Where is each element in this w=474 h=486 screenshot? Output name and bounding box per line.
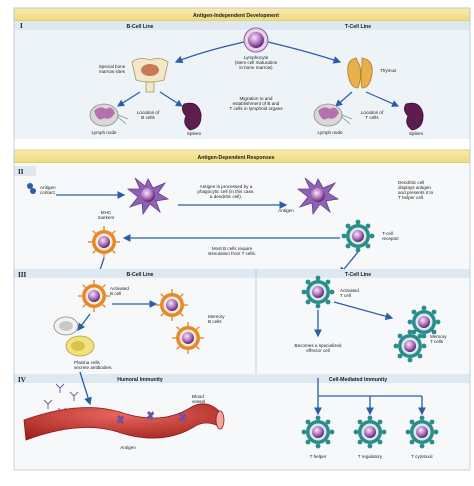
plasma-cell-icon bbox=[53, 316, 95, 357]
tcr-label-2: receptor bbox=[382, 236, 399, 241]
section-i-line-bar bbox=[14, 21, 470, 30]
roman-ii: II bbox=[18, 168, 24, 176]
lymph-node-right-label: Lymph node bbox=[317, 130, 343, 135]
processed-label-3: a dendritic cell). bbox=[210, 194, 242, 199]
arrow-antibodies-to-vessel bbox=[79, 371, 92, 406]
arrow-t-to-memory bbox=[333, 301, 394, 321]
plasma-label-2: secrete antibodies. bbox=[74, 365, 113, 370]
arrow-to-bone-marrow bbox=[174, 41, 245, 64]
spleen-left-label: Spleen bbox=[187, 131, 202, 136]
b-cell-icon-activated bbox=[77, 279, 111, 313]
thymus-icon bbox=[347, 57, 373, 89]
loc-b-label-2: B cells bbox=[141, 115, 155, 120]
loc-t-label-2: T cells bbox=[365, 115, 379, 120]
t-cell-icon-helper bbox=[341, 219, 375, 253]
migration-label-3: T cells in lymphoid organs bbox=[229, 106, 283, 111]
bone-marrow-icon bbox=[131, 58, 169, 93]
lymphocyte-cell-icon bbox=[243, 27, 269, 53]
most-b-label-1: Most B cells require bbox=[212, 246, 253, 251]
s1-b-cell-line: B-Cell Line bbox=[126, 24, 153, 30]
humoral-title: Humoral Immunity bbox=[117, 377, 163, 383]
antigen-icon bbox=[27, 183, 36, 194]
roman-i: I bbox=[20, 22, 23, 30]
s3-t-cell-line: T-Cell Line bbox=[345, 272, 371, 278]
blood-vessel-label-2: vessel bbox=[192, 399, 205, 404]
blood-vessel-label-1: Blood bbox=[192, 394, 204, 399]
thymus-label: Thymus bbox=[380, 68, 397, 73]
most-b-label-2: stimulation from T cells. bbox=[208, 251, 256, 256]
t-helper-cell-icon bbox=[301, 415, 335, 449]
loc-b-label-1: Location of bbox=[137, 110, 160, 115]
antigen-label-ii: Antigen bbox=[278, 208, 294, 213]
roman-ii-tab bbox=[14, 166, 36, 176]
section-iv-line-bar bbox=[14, 374, 470, 383]
spleen-right-label: Spleen bbox=[409, 131, 424, 136]
lymphocyte-label-2: (stem cell maturation bbox=[235, 60, 278, 65]
section-i-panel bbox=[14, 21, 470, 139]
activated-t-label-1: Activated bbox=[340, 288, 359, 293]
specialized-label-2: effector cell bbox=[306, 348, 329, 353]
memory-t-cell-icon-2 bbox=[393, 329, 427, 363]
arrow-to-spleen-right bbox=[365, 91, 400, 107]
memory-b-cell-icon-1 bbox=[155, 288, 189, 322]
antigen-label-iv: Antigen bbox=[120, 445, 136, 450]
dendritic-label-3: and presents it to bbox=[398, 190, 434, 195]
roman-iv: IV bbox=[18, 376, 26, 384]
processed-label-2: phagocytic cell (in this case, bbox=[197, 189, 254, 194]
arrow-b-to-plasma bbox=[77, 313, 91, 332]
arrow-to-lymph-node-left bbox=[116, 91, 141, 107]
cell-mediated-title: Cell-Mediated Immunity bbox=[329, 377, 387, 383]
memory-b-label-2: B cells bbox=[208, 319, 222, 324]
dendritic-label-1: Dendritic cell bbox=[398, 180, 424, 185]
plasma-label-1: Plasma cells bbox=[74, 360, 100, 365]
activated-b-label-1: Activated bbox=[110, 286, 129, 291]
roman-iii: III bbox=[18, 271, 26, 279]
mhc-label-2: markers bbox=[98, 215, 115, 220]
memory-b-label-1: Memory bbox=[208, 314, 225, 319]
processed-label-1: Antigen is processed by a bbox=[200, 184, 253, 189]
t-regulatory-cell-icon bbox=[353, 415, 387, 449]
t-cytotoxic-label: T cytotoxic bbox=[411, 454, 434, 459]
specialized-label-1: Becomes a specialized bbox=[295, 343, 342, 348]
migration-label-1: Migration to and bbox=[240, 96, 273, 101]
s1-t-cell-line: T-Cell Line bbox=[345, 24, 371, 30]
t-helper-label: T helper bbox=[310, 454, 327, 459]
arrow-to-lymph-node-right bbox=[335, 91, 353, 107]
memory-t-label-1: Memory bbox=[430, 334, 447, 339]
diagram-border bbox=[13, 7, 471, 471]
lymphocyte-label-1: Lymphocyte bbox=[244, 55, 269, 60]
section-ii-panel bbox=[14, 163, 470, 269]
dendritic-label-2: displays antigen bbox=[398, 185, 431, 190]
memory-b-cell-icon-2 bbox=[171, 321, 205, 355]
t-cytotoxic-cell-icon bbox=[405, 415, 439, 449]
t-cell-icon-activated bbox=[301, 275, 335, 309]
arrow-to-spleen-left bbox=[159, 91, 184, 107]
lymph-node-left-label: Lymph node bbox=[91, 130, 117, 135]
loc-t-label-1: Location of bbox=[361, 110, 384, 115]
tree-lines-effectors bbox=[317, 378, 423, 412]
arrow-to-thymus bbox=[267, 41, 342, 64]
mhc-label-1: MHC bbox=[101, 210, 112, 215]
tcr-label-1: T-cell bbox=[382, 231, 393, 236]
activated-t-label-2: T cell bbox=[340, 293, 351, 298]
b-cell-icon-naive bbox=[87, 225, 121, 259]
header-top-title: Antigen-Independent Development bbox=[193, 13, 279, 19]
bone-marrow-label-2: marrow sites bbox=[99, 69, 126, 74]
migration-label-2: establishment of B and bbox=[233, 101, 280, 106]
antigen-contact-label-1: Antigen bbox=[40, 185, 56, 190]
section-iii-panel bbox=[14, 269, 470, 374]
memory-t-label-2: T cells bbox=[430, 339, 444, 344]
s3-b-cell-line: B-Cell Line bbox=[126, 272, 153, 278]
activated-b-label-2: B cell bbox=[110, 291, 121, 296]
header-mid-title: Antigen-Dependent Responses bbox=[198, 155, 275, 161]
t-regulatory-label: T regulatory bbox=[358, 454, 383, 459]
lymphocyte-label-3: in bone marrow) bbox=[239, 65, 273, 70]
antigen-contact-label-2: contact bbox=[40, 190, 56, 195]
bone-marrow-label-1: Special bone bbox=[99, 64, 126, 69]
dendritic-label-4: T helper cell. bbox=[398, 195, 424, 200]
section-iii-line-bar bbox=[14, 269, 470, 278]
